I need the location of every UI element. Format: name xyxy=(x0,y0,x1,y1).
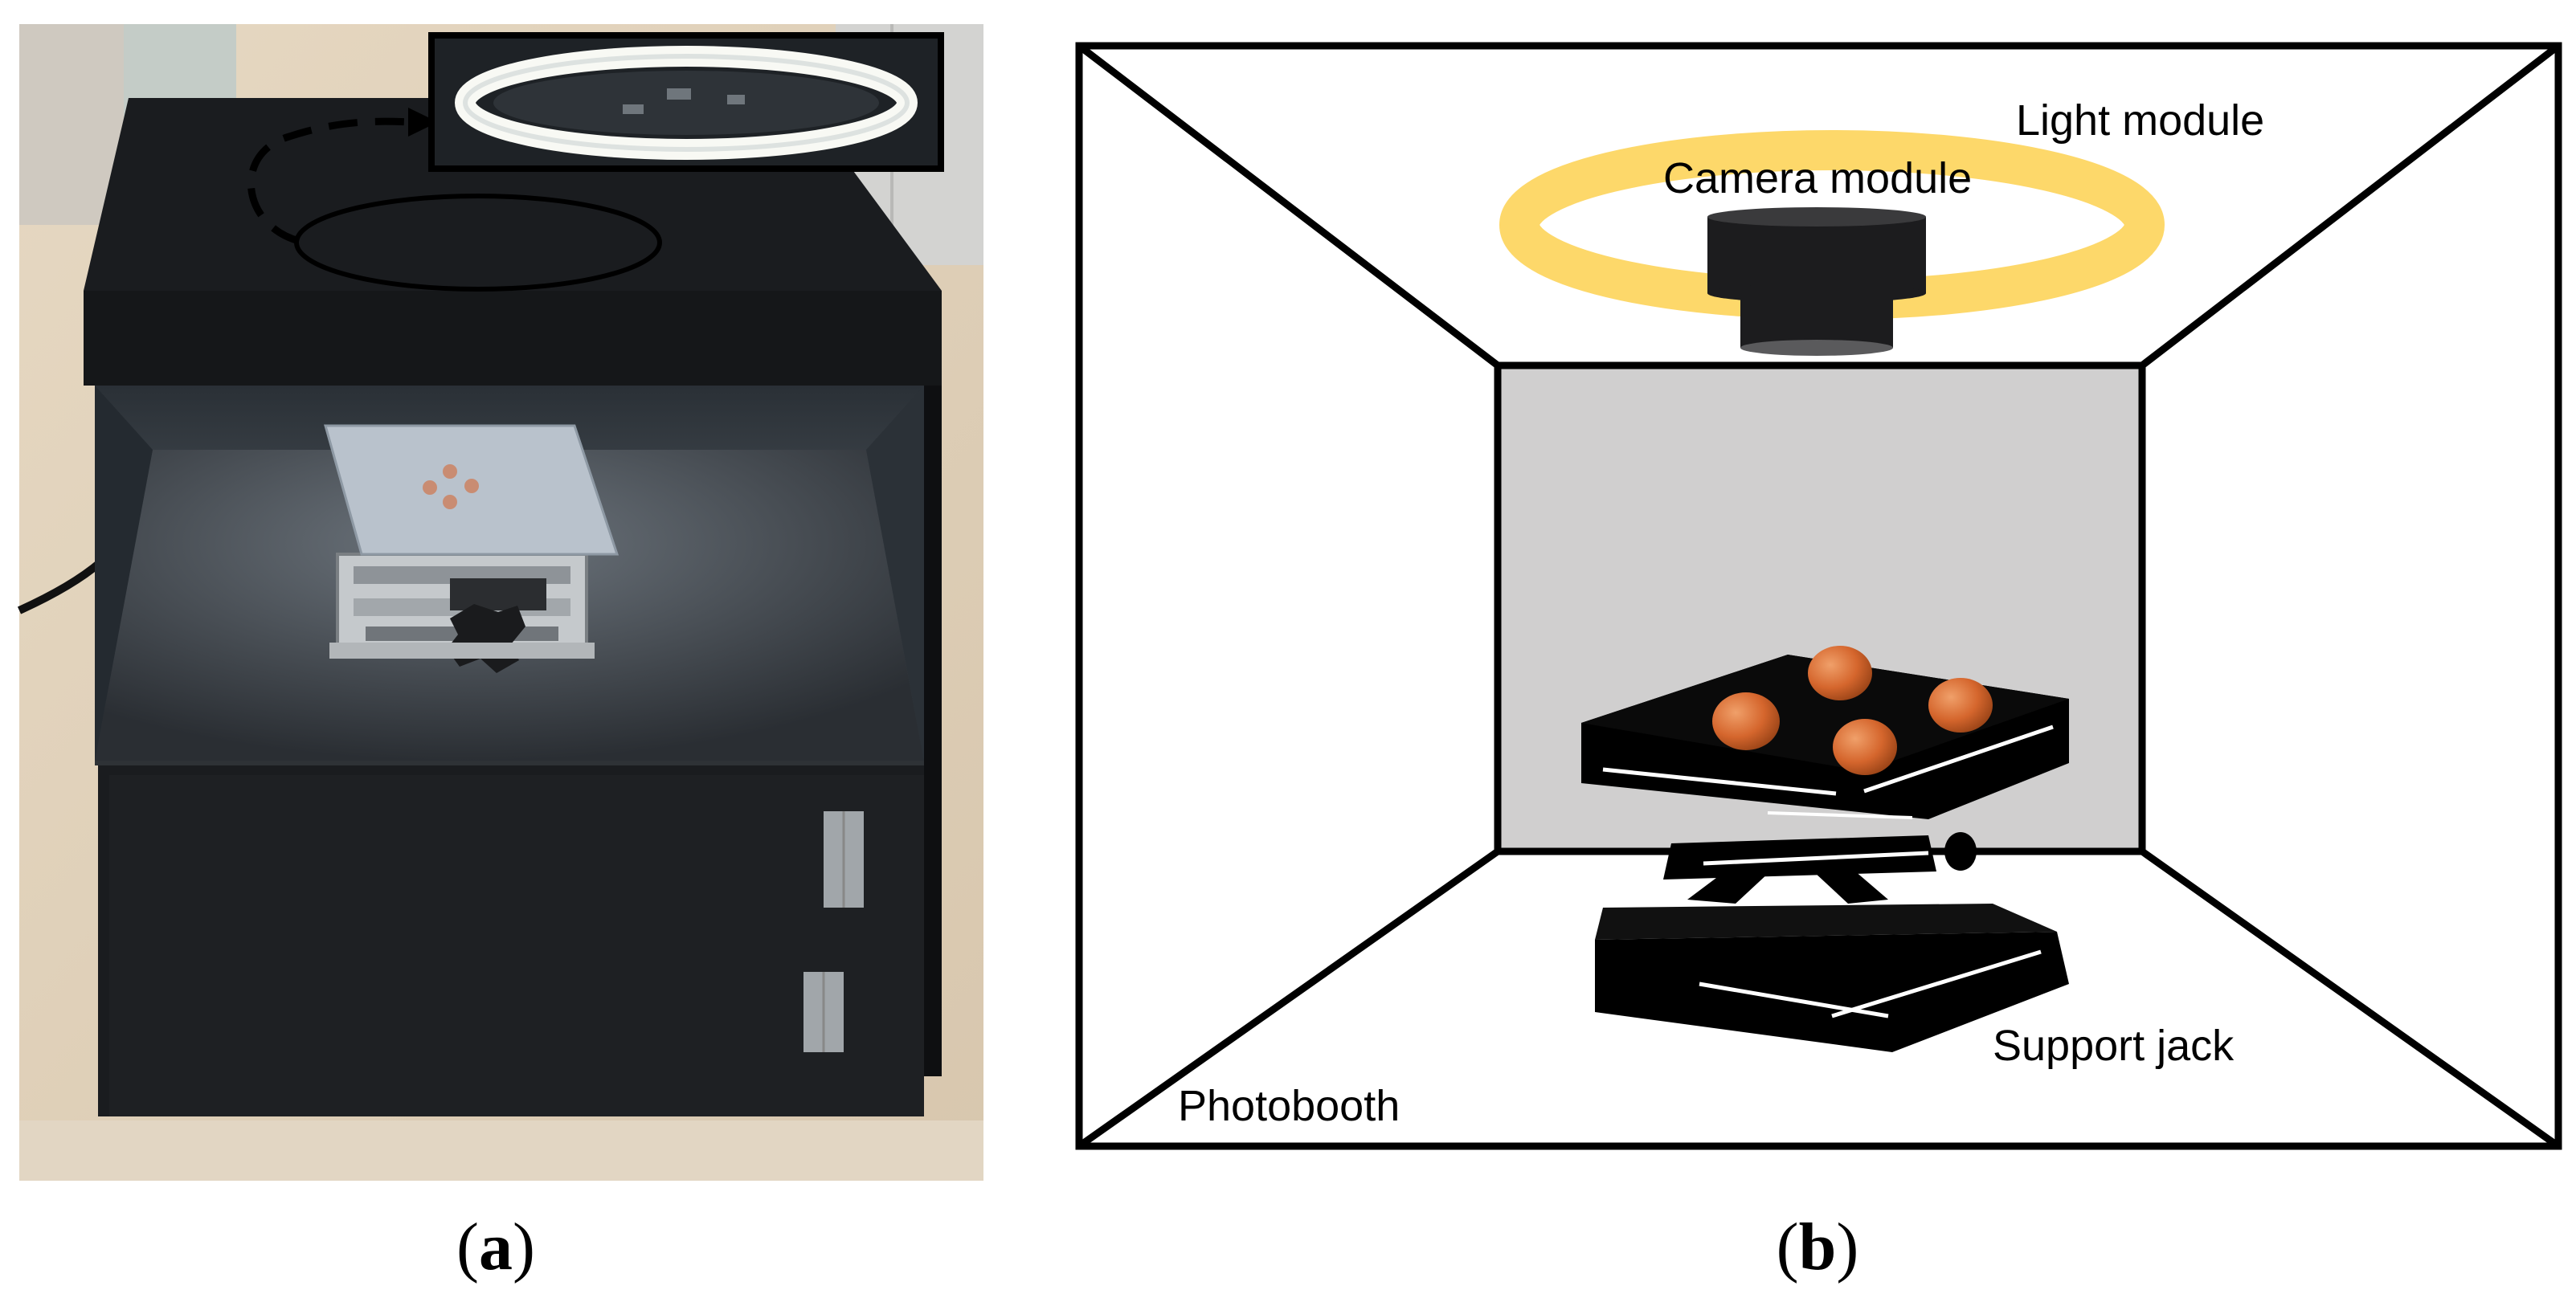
box-right-edge xyxy=(924,386,942,1076)
interior-left-wall xyxy=(95,386,153,761)
led-ring-inset xyxy=(428,32,944,172)
camera-module-shape xyxy=(1707,207,1926,356)
hinge-bottom xyxy=(803,972,844,1052)
caption-a: (a) xyxy=(456,1210,535,1284)
label-light-module: Light module xyxy=(2016,96,2264,145)
caption-b-letter: b xyxy=(1799,1210,1837,1284)
sample-3 xyxy=(1928,678,1993,733)
label-support-jack: Support jack xyxy=(1993,1022,2235,1070)
wall-left xyxy=(19,24,124,225)
label-photobooth: Photobooth xyxy=(1178,1082,1400,1130)
perspective-line-br xyxy=(2140,848,2561,1149)
interior-right-wall xyxy=(866,386,924,761)
hinge-top xyxy=(824,811,864,908)
box-top-front xyxy=(84,291,942,386)
perspective-line-tr xyxy=(2140,43,2561,369)
photo-support-jack xyxy=(329,553,595,673)
perspective-line-tl xyxy=(1077,43,1500,369)
panel-a-photo xyxy=(17,24,983,1181)
sample-2 xyxy=(1712,692,1780,750)
label-camera-module: Camera module xyxy=(1663,154,1972,202)
caption-b: (b) xyxy=(1777,1210,1859,1284)
samples xyxy=(1712,646,1993,775)
box-door xyxy=(109,775,924,1116)
dashed-arrow-head xyxy=(408,108,438,137)
support-jack-shape xyxy=(1581,655,2069,1052)
sample-1 xyxy=(1808,646,1872,700)
panel-b-diagram: Light module Camera module Support jack … xyxy=(1075,42,2562,1150)
perspective-line-bl xyxy=(1077,848,1500,1149)
sample-4 xyxy=(1833,719,1897,775)
caption-a-letter: a xyxy=(479,1210,513,1284)
photo-samples xyxy=(423,464,479,509)
dashed-arrow xyxy=(247,117,411,245)
power-cable xyxy=(17,559,104,614)
photo-bottom-strip xyxy=(19,1120,983,1181)
